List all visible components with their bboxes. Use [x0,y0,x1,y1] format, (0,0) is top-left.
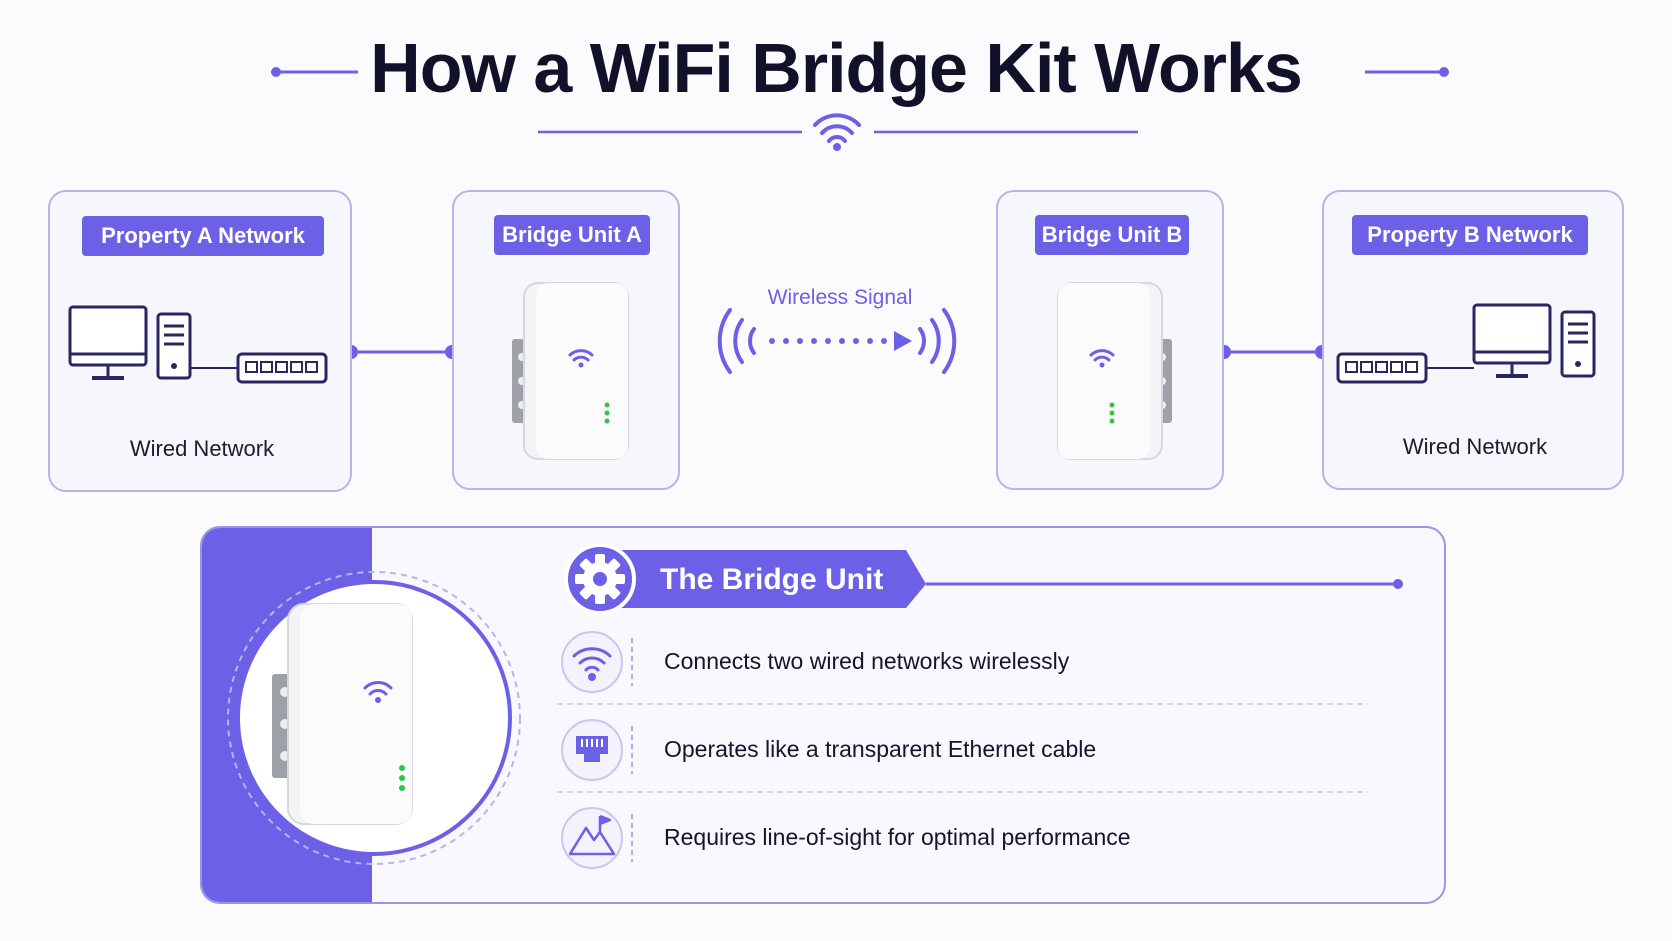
wireless-signal-label: Wireless Signal [767,286,913,309]
property-a-caption: Wired Network [129,436,275,461]
bridge-unit-a-panel: Bridge Unit A [452,190,680,490]
property-a-panel: Property A Network Wired Network [48,190,352,492]
computer-icon [1336,303,1596,384]
title-decoration [271,67,1449,151]
bridge-unit-a-tag: Bridge Unit A [494,215,650,255]
bridge-device-a-image [512,282,629,460]
gear-icon [575,554,625,604]
bridge-unit-b-panel: Bridge Unit B [996,190,1224,490]
signal-waves-left-icon [717,308,756,374]
feature-item: Operates like a transparent Ethernet cab… [664,736,1097,762]
feature-item: Requires line-of-sight for optimal perfo… [664,824,1131,850]
bridge-device-image [272,603,413,825]
wifi-icon [813,113,861,143]
property-b-panel: Property B Network Wired Network [1322,190,1624,490]
signal-waves-right-icon [918,308,957,374]
wifi-icon [568,349,594,362]
wireless-signal-graphic [717,308,957,374]
wifi-icon [572,647,612,672]
bridge-unit-section: The Bridge Unit Connects two wired netwo… [200,526,1446,904]
feature-item: Connects two wired networks wirelessly [664,648,1070,674]
bridge-unit-b-tag: Bridge Unit B [1035,215,1189,255]
bridge-unit-visual [227,543,1403,869]
mountain-flag-icon [568,814,616,856]
ethernet-port-icon [576,736,608,762]
bridge-unit-title: The Bridge Unit [660,563,884,596]
page-title: How a WiFi Bridge Kit Works [370,29,1303,107]
computer-icon [68,305,328,384]
property-a-tag: Property A Network [82,216,324,256]
bridge-device-b-image [1057,282,1172,460]
property-b-tag: Property B Network [1352,215,1588,255]
property-b-caption: Wired Network [1402,434,1548,459]
wifi-icon [1089,349,1115,362]
